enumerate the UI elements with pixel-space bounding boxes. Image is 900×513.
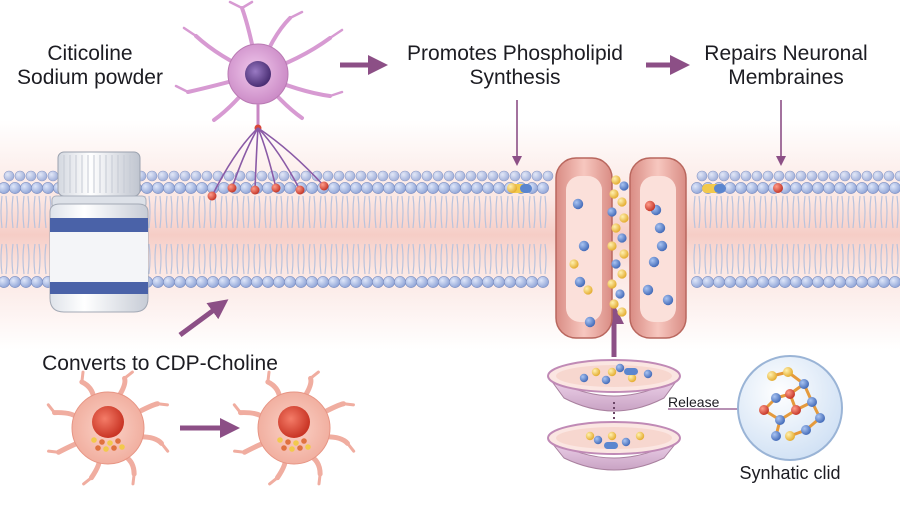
bottle-band-top — [50, 218, 148, 232]
product-label-line2: Sodium powder — [17, 66, 163, 89]
membrane-molecules — [507, 183, 783, 193]
bottle-label — [50, 232, 148, 282]
repair-label-line1: Repairs Neuronal — [704, 42, 868, 65]
pointer-lines — [512, 100, 786, 166]
flow-arrows — [178, 55, 690, 438]
arrow-convert-to-membrane — [178, 299, 229, 338]
synthetic-label: Synhatic clid — [739, 463, 841, 483]
phospholipid-label-line1: Promotes Phospholipid — [407, 42, 623, 65]
membrane-glow — [0, 120, 900, 350]
repair-label-line2: Membraines — [728, 66, 844, 89]
supplement-bottle-icon — [49, 151, 149, 313]
neuron-icon — [174, 0, 344, 201]
phospholipid-label-line2: Synthesis — [469, 66, 561, 89]
dish-bottom — [547, 421, 681, 471]
cell-before — [46, 370, 170, 486]
release-label: Release — [668, 394, 720, 410]
converts-label: Converts to CDP-Choline — [42, 352, 278, 375]
molecule-sphere-icon — [737, 355, 843, 461]
cell-after — [232, 370, 356, 486]
release-dishes — [547, 359, 756, 471]
dish-top — [547, 359, 681, 412]
membrane-channel-protein — [555, 157, 687, 339]
cells-group — [46, 370, 356, 486]
bottle-band-bottom — [50, 282, 148, 294]
product-label-line1: Citicoline — [47, 42, 133, 65]
